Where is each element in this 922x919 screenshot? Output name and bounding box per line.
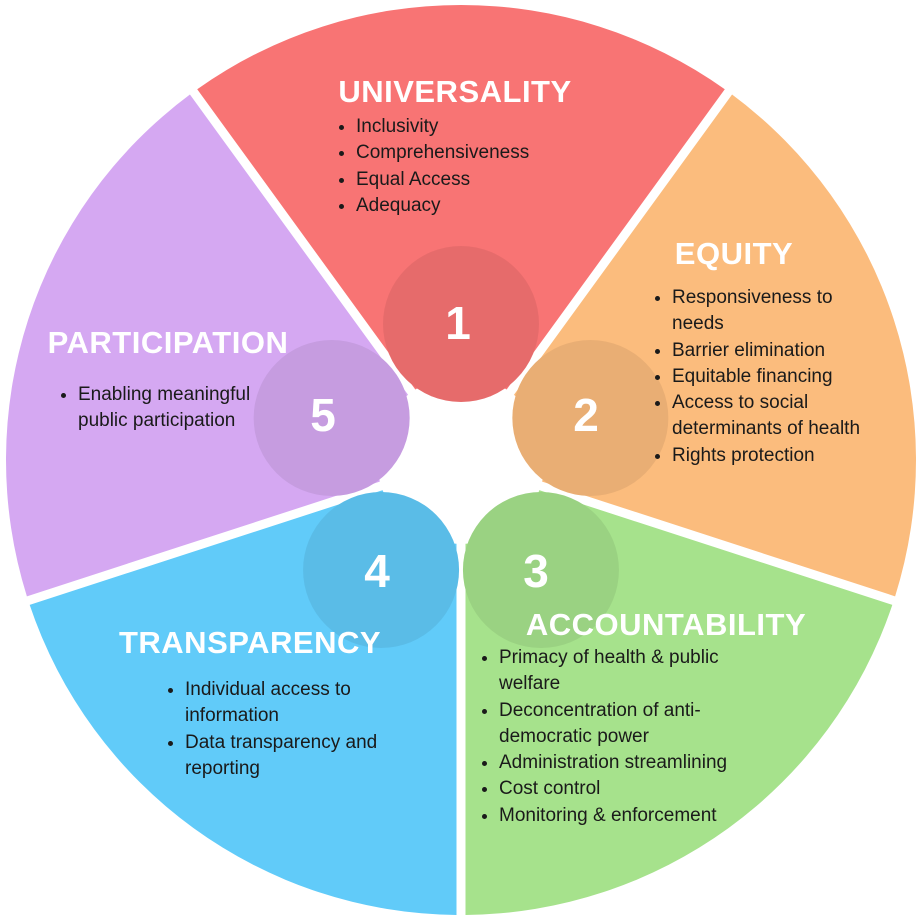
- participation-bullet-list: Enabling meaningful public participation: [56, 382, 293, 435]
- transparency-bulb-shade: [303, 492, 460, 649]
- segment-number-1: 1: [445, 297, 471, 349]
- segment-number-3: 3: [523, 545, 549, 597]
- bullet-item: Primacy of health & public welfare: [499, 645, 739, 698]
- bullet-item: Barrier elimination: [672, 338, 872, 364]
- accountability-bullet-list: Primacy of health & public welfare Decon…: [477, 645, 739, 829]
- equity-bullet-list: Responsiveness to needs Barrier eliminat…: [650, 285, 872, 469]
- accountability-number-bulb: [462, 492, 619, 649]
- bullet-item: Inclusivity: [356, 114, 616, 140]
- equity-bulb-shade: [512, 339, 669, 496]
- number-bulbs: [253, 246, 669, 649]
- universality-segment: [197, 5, 725, 458]
- bullet-item: Deconcentration of anti-democratic power: [499, 698, 739, 751]
- bullet-item: Access to social determinants of health: [672, 390, 872, 443]
- transparency-title: TRANSPARENCY: [118, 625, 382, 660]
- bullet-item: Enabling meaningful public participation: [78, 382, 293, 435]
- bullet-item: Rights protection: [672, 443, 872, 469]
- transparency-bullet-list: Individual access to information Data tr…: [163, 677, 435, 782]
- universality-bulb-shade: [383, 246, 539, 402]
- universality-title: UNIVERSALITY: [338, 74, 572, 109]
- participation-number-bulb: [253, 339, 410, 496]
- equity-title: EQUITY: [674, 236, 794, 271]
- accountability-title: ACCOUNTABILITY: [525, 607, 807, 642]
- bullet-item: Individual access to information: [185, 677, 435, 730]
- bullet-item: Monitoring & enforcement: [499, 803, 739, 829]
- segment-number-5: 5: [310, 389, 336, 441]
- bullet-item: Cost control: [499, 776, 739, 802]
- universality-number-bulb: [383, 246, 539, 402]
- bullet-item: Responsiveness to needs: [672, 285, 872, 338]
- participation-bulb-shade: [253, 339, 410, 496]
- bullet-item: Equitable financing: [672, 364, 872, 390]
- bullet-item: Adequacy: [356, 193, 616, 219]
- transparency-number-bulb: [303, 492, 460, 649]
- segment-number-2: 2: [573, 389, 599, 441]
- bullet-item: Administration streamlining: [499, 750, 739, 776]
- accountability-bulb-shade: [462, 492, 619, 649]
- bullet-item: Comprehensiveness: [356, 140, 616, 166]
- bullet-item: Equal Access: [356, 167, 616, 193]
- participation-title: PARTICIPATION: [47, 325, 289, 360]
- segment-number-4: 4: [364, 545, 390, 597]
- equity-number-bulb: [512, 339, 669, 496]
- bullet-item: Data transparency and reporting: [185, 730, 435, 783]
- universality-bullet-list: Inclusivity Comprehensiveness Equal Acce…: [334, 114, 616, 219]
